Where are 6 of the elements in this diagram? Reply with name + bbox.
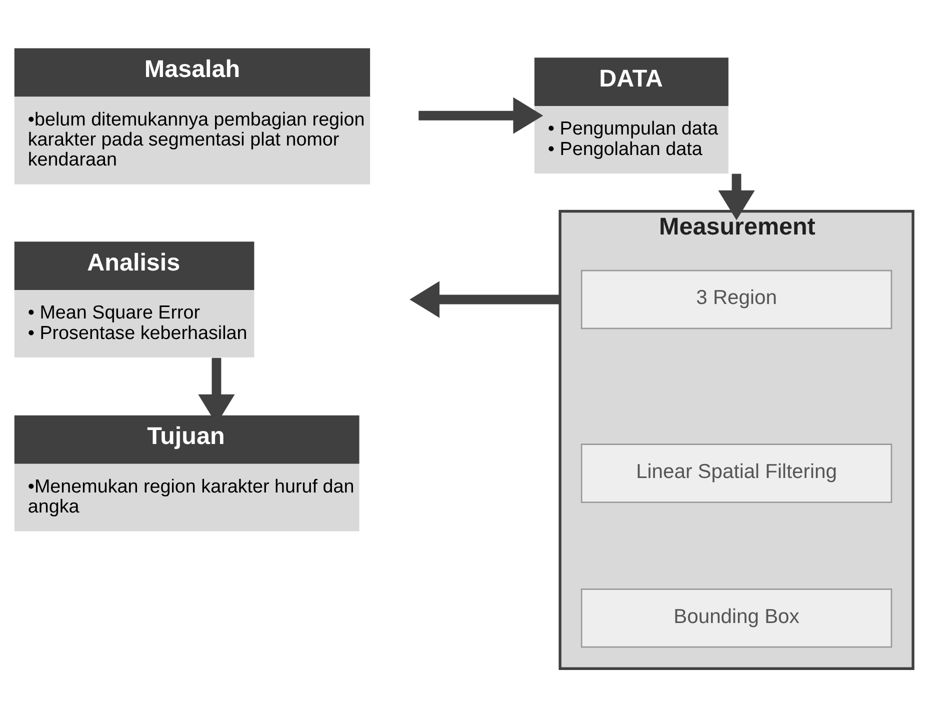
- arrow: [409, 280, 560, 318]
- arrow: [418, 96, 543, 134]
- node-box: Bounding Box: [580, 588, 892, 648]
- node-box: 3 Region: [580, 269, 892, 329]
- node-box: Linear Spatial Filtering: [580, 443, 892, 502]
- arrow: [718, 173, 754, 220]
